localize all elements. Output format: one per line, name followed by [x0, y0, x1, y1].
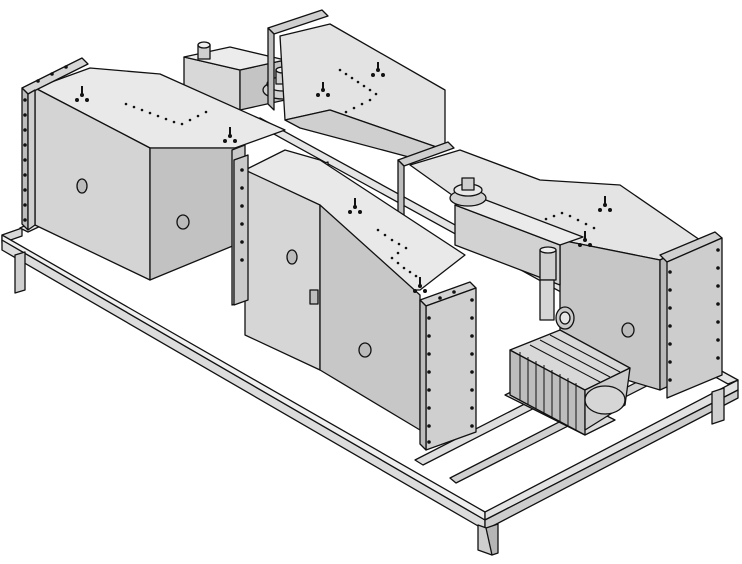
bolt-row-center-plate — [240, 168, 474, 444]
back-left-tank — [267, 9, 446, 161]
back-right-tank — [397, 141, 723, 399]
nozzle-icon — [76, 178, 88, 194]
center-front-tank — [233, 149, 477, 451]
lifting-lug-icon — [348, 198, 427, 293]
stiffener-rivet-line — [124, 102, 208, 126]
lifting-lug-icon — [578, 196, 612, 247]
motor-drive — [504, 329, 631, 436]
stiffener-rivet-line — [338, 68, 378, 114]
nozzle-icon — [358, 342, 372, 358]
bolt-row-right-plate — [668, 248, 720, 382]
nozzle-icon — [286, 249, 298, 265]
side-nozzle-icon — [309, 289, 319, 305]
lifting-lug-icon — [316, 62, 385, 97]
cooling-fins — [519, 334, 621, 430]
nozzle-icon — [621, 322, 635, 338]
lifting-lug-icon — [75, 86, 237, 143]
stiffener-rivet-line — [376, 228, 418, 278]
center-connector-block — [449, 177, 584, 330]
nozzle-icon — [176, 214, 190, 230]
